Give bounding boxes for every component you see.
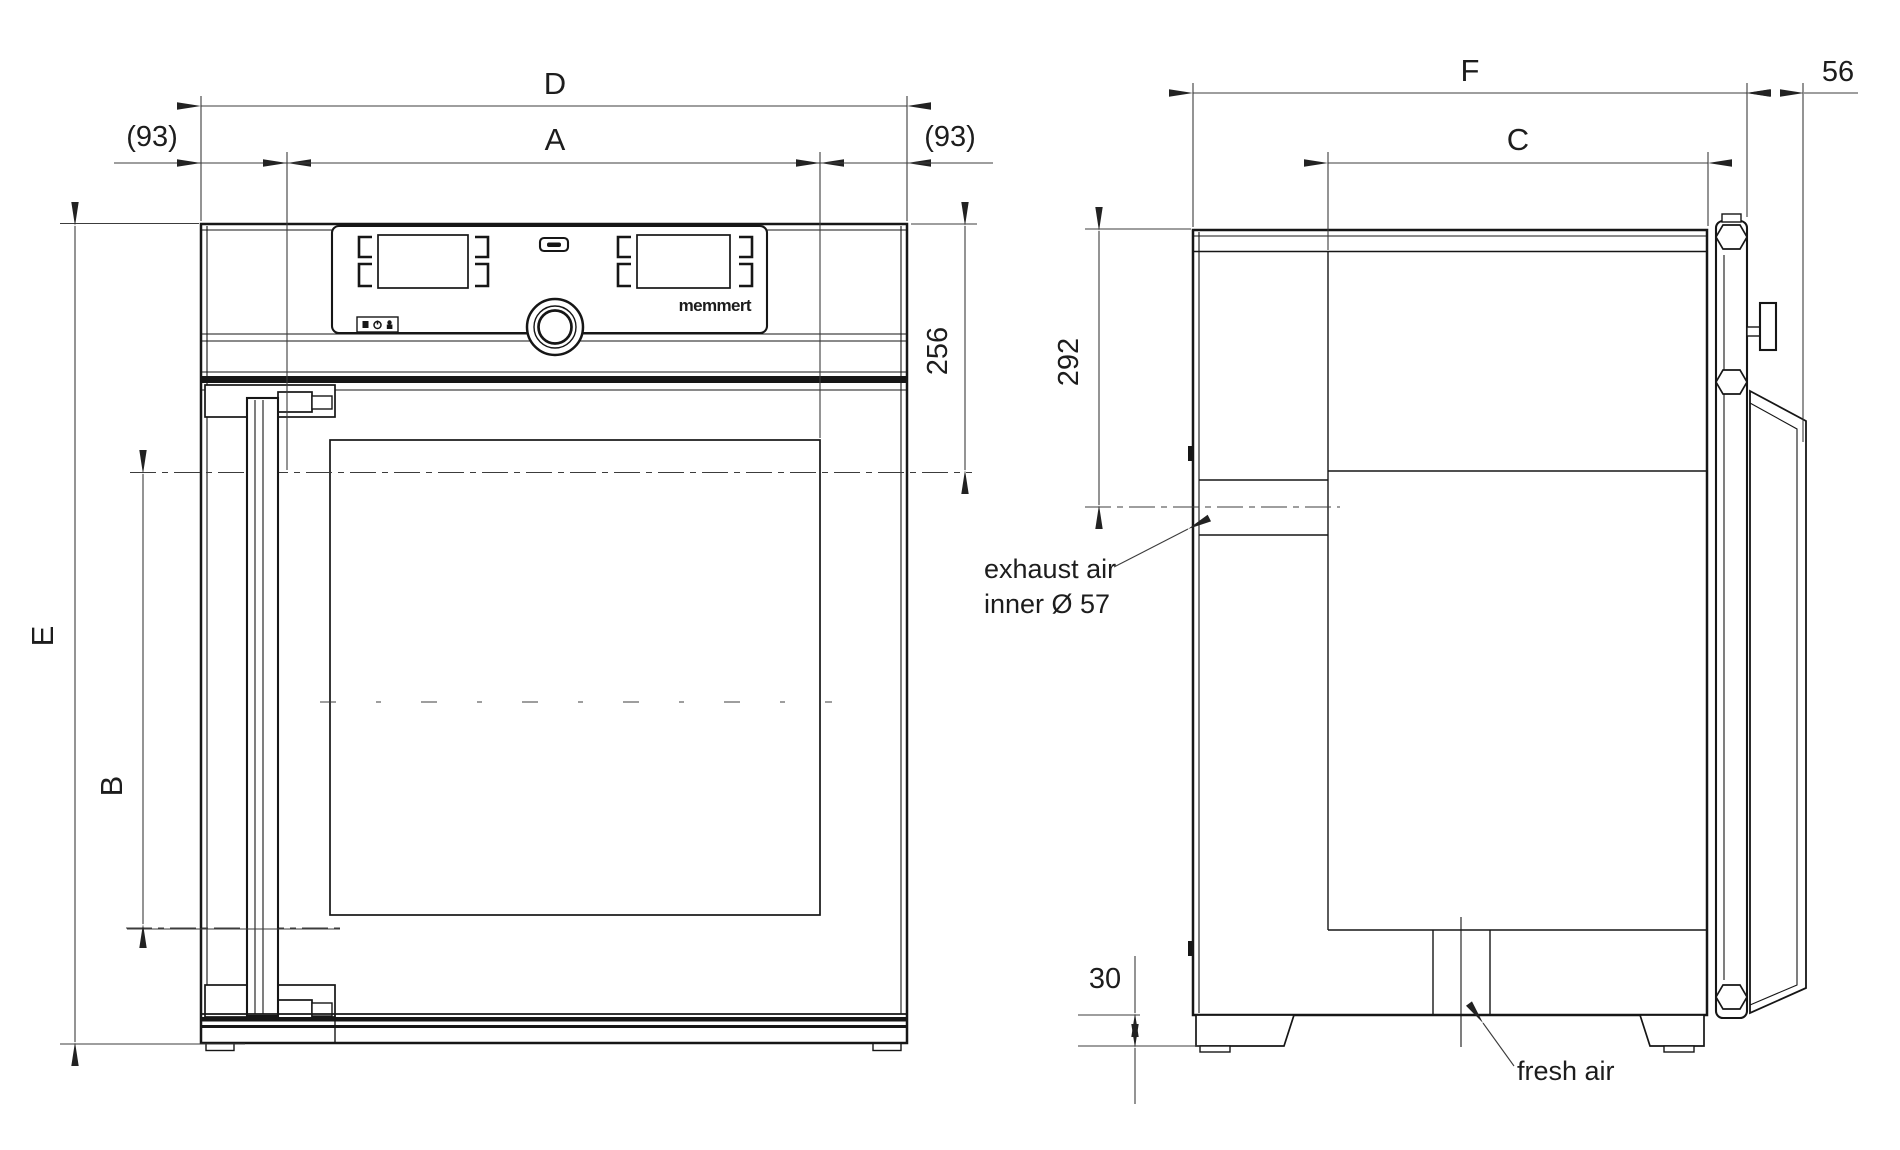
door-window: [329, 439, 821, 916]
dim-total-width: D: [177, 66, 931, 221]
side-view: [1188, 213, 1807, 1053]
rear-wall-tab-lower: [1188, 941, 1194, 956]
side-door-bar: [1714, 213, 1749, 1020]
door-handle: [245, 391, 333, 1021]
dim-exhaust-height: 292: [1053, 207, 1340, 529]
svg-text:(93): (93): [924, 121, 976, 153]
base-band-1: [201, 1017, 907, 1022]
base-band-2: [201, 1025, 907, 1028]
side-foot-front: [1638, 1014, 1705, 1053]
usb-port-icon: [538, 236, 570, 253]
left-display: [377, 234, 469, 289]
svg-text:E: E: [25, 626, 60, 647]
svg-text:exhaust air: exhaust air: [984, 554, 1116, 584]
door-top-band: [201, 376, 907, 383]
dim-door-depth: 56: [1705, 56, 1858, 442]
dim-interior-width: (93) A (93): [114, 121, 993, 470]
side-body-outline: [1191, 228, 1709, 1017]
svg-text:inner Ø 57: inner Ø 57: [984, 589, 1110, 619]
svg-text:B: B: [94, 776, 129, 797]
svg-text:fresh air: fresh air: [1517, 1056, 1615, 1086]
dim-interior-depth: C: [1304, 122, 1732, 250]
svg-text:(93): (93): [126, 121, 178, 153]
hinge-middle: [1715, 369, 1748, 395]
dim-total-depth: F: [1169, 53, 1771, 227]
svg-text:56: 56: [1822, 56, 1854, 88]
dim-total-height: E: [25, 202, 245, 1066]
door-open-panel: [1749, 389, 1807, 1015]
exhaust-air-annotation: exhaust air inner Ø 57: [984, 514, 1212, 619]
cabinet-outline: [199, 222, 909, 1045]
svg-text:30: 30: [1089, 963, 1121, 995]
display-icon: [362, 321, 369, 328]
svg-text:C: C: [1507, 122, 1529, 157]
power-icon: [373, 320, 382, 330]
brand-logo: memmert: [679, 296, 752, 315]
front-foot-right: [872, 1042, 902, 1052]
side-foot-rear: [1195, 1014, 1296, 1053]
rear-wall-tab-upper: [1188, 446, 1194, 461]
svg-text:A: A: [545, 122, 566, 157]
fresh-air-annotation: fresh air: [1465, 1001, 1615, 1086]
fresh-air-pipe: [1432, 917, 1491, 1047]
hinge-bottom: [1715, 984, 1748, 1010]
svg-text:292: 292: [1053, 338, 1085, 386]
front-view: memmert: [126, 222, 972, 1052]
control-knob: [525, 297, 585, 357]
svg-text:F: F: [1461, 53, 1480, 88]
side-door-handle: [1746, 301, 1778, 352]
lock-icon: [386, 320, 393, 329]
svg-text:D: D: [544, 66, 566, 101]
softkey-buttons: [357, 235, 754, 288]
right-display: [636, 234, 731, 289]
dim-panel-height: 256: [911, 202, 977, 494]
dimension-annotations: D (93) A (93) E B: [25, 53, 1858, 1104]
dim-interior-height: B: [94, 450, 340, 948]
panel-status-icons: [356, 316, 399, 333]
dim-base-height: 30: [1078, 956, 1200, 1104]
hinge-top: [1715, 224, 1748, 250]
front-foot-left: [205, 1042, 235, 1052]
svg-text:256: 256: [922, 327, 954, 375]
